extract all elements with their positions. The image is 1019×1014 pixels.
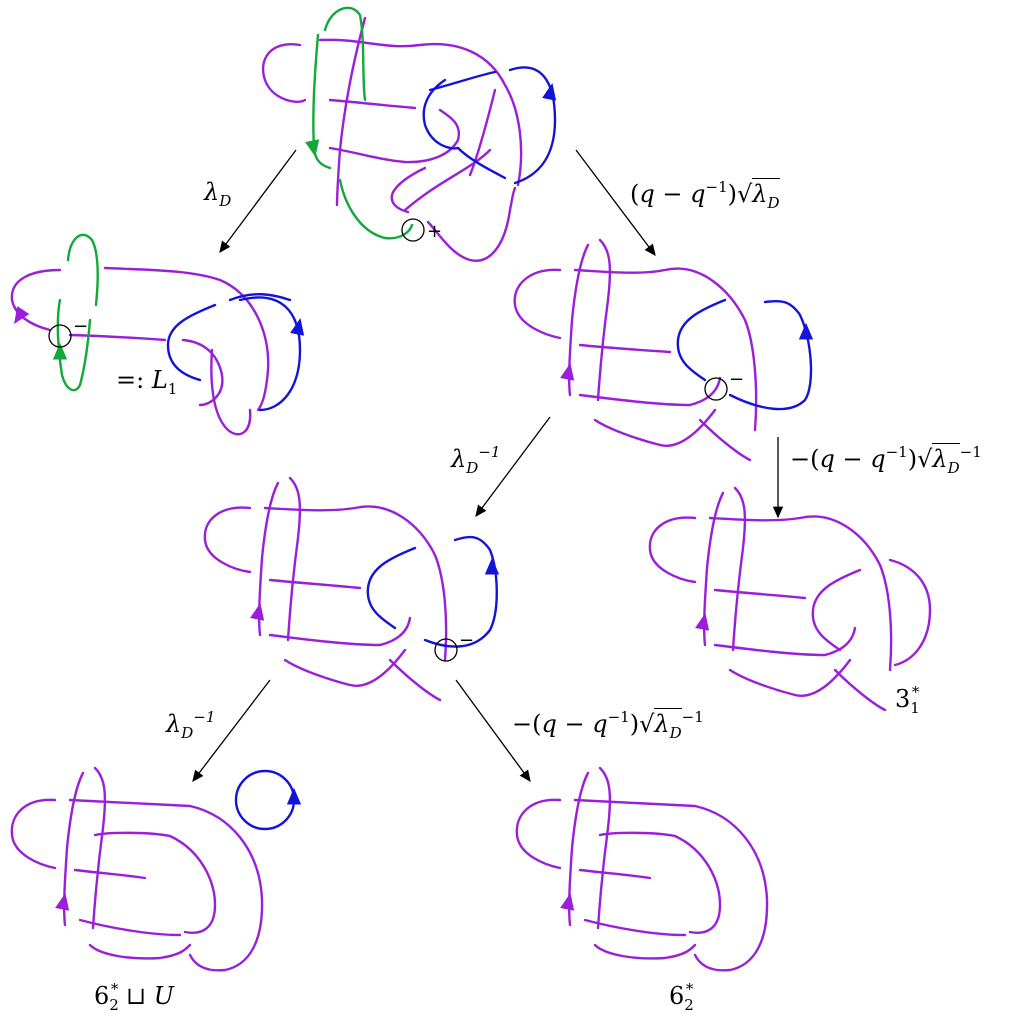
- arrow-right-to-middle: [475, 416, 551, 518]
- l1-link-diagram: [10, 233, 305, 436]
- edge-label-bottom-right: −(q − q−1)√λD−1: [512, 708, 704, 742]
- arrow-middle-to-six-two-union: [192, 679, 271, 783]
- transition-arrows: [192, 149, 784, 783]
- crossing-sign-l1: −: [73, 316, 89, 337]
- middle-link-diagram: [203, 476, 500, 702]
- middle-crossing-circle: [434, 638, 458, 662]
- crossing-sign-right: −: [729, 369, 745, 390]
- node-label-six-two-union: 62* ⊔ U: [94, 980, 174, 1014]
- arrow-top-to-right: [575, 149, 656, 257]
- node-label-trefoil: 31*: [895, 683, 920, 717]
- node-label-l1: =: L1: [116, 366, 178, 398]
- top-link-diagram: [261, 6, 557, 262]
- six-two-union-diagram: [10, 766, 302, 972]
- six-two-diagram: [515, 766, 769, 972]
- edge-label-bottom-left: λD−1: [166, 708, 216, 742]
- l1-crossing-circle: [48, 324, 72, 348]
- crossing-sign-middle: −: [459, 630, 475, 651]
- right-link-diagram: [513, 238, 814, 462]
- trefoil-diagram: [648, 486, 932, 712]
- edge-label-top-left: λD: [204, 178, 232, 210]
- arrow-top-to-l1: [219, 149, 297, 254]
- edge-label-top-right: (q − q−1)√λD: [630, 178, 780, 212]
- crossing-sign-top: +: [427, 221, 443, 242]
- edge-label-mid-left: λD−1: [451, 443, 501, 477]
- arrow-middle-to-six-two: [455, 679, 531, 783]
- right-crossing-circle: [704, 377, 728, 401]
- edge-label-mid-right: −(q − q−1)√λD−1: [790, 443, 982, 477]
- top-crossing-circle: [401, 218, 425, 242]
- node-label-six-two: 62*: [669, 980, 694, 1014]
